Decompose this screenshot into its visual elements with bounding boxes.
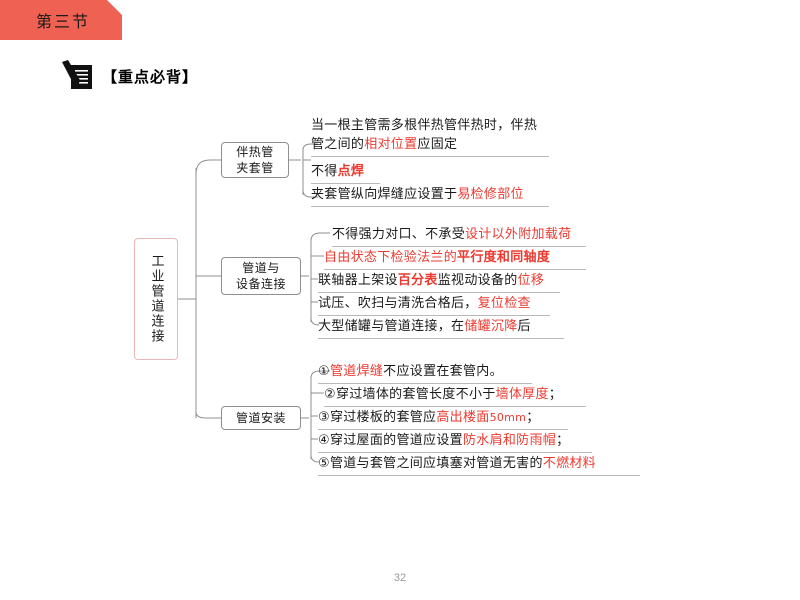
mindmap-leaf-text: 试压、吹扫与清洗合格后，复位检查 (318, 294, 550, 316)
mindmap-leaf-text: 自由状态下检验法兰的平行度和同轴度 (324, 248, 586, 270)
mindmap-leaf-text: 不得点焊 (311, 162, 380, 184)
page-number: 32 (393, 572, 407, 584)
keypoint-heading: 【重点必背】 (58, 60, 198, 92)
mindmap-diagram: 工业管道连接 伴热管夹套管 管道与设备连接 管道安装 当一根主管需多根伴热管伴热… (0, 100, 800, 520)
mindmap-root-label: 工业管道连接 (148, 254, 164, 344)
keypoint-label: 【重点必背】 (102, 67, 199, 86)
mindmap-leaf-text: 联轴器上架设百分表监视动设备的位移 (318, 271, 560, 293)
mindmap-leaf-text: ②穿过墙体的套管长度不小于墙体厚度； (324, 385, 586, 407)
mindmap-leaf-text: ④穿过屋面的管道应设置防水肩和防雨帽； (318, 431, 592, 453)
section-banner-label: 第三节 (35, 12, 90, 31)
mindmap-leaf-text: 大型储罐与管道连接，在储罐沉降后 (318, 317, 564, 339)
mindmap-leaf-text: ⑤管道与套管之间应填塞对管道无害的不燃材料 (318, 454, 640, 476)
mindmap-branch-node-pipe-installation[interactable]: 管道安装 (221, 406, 301, 430)
mindmap-root-node[interactable]: 工业管道连接 (134, 238, 178, 360)
mindmap-leaf-text: ①管道焊缝不应设置在套管内。 (318, 362, 532, 384)
mindmap-branch-label: 管道安装 (235, 411, 286, 425)
mindmap-branch-node-heat-tracing[interactable]: 伴热管夹套管 (221, 142, 289, 178)
note-pen-icon (58, 60, 96, 92)
mindmap-branch-label: 管道与设备连接 (235, 261, 286, 291)
mindmap-branch-label: 伴热管夹套管 (236, 145, 274, 175)
mindmap-leaf-text: 夹套管纵向焊缝应设置于易检修部位 (311, 185, 549, 207)
mindmap-leaf-text: ③穿过楼板的套管应高出楼面50mm； (318, 408, 568, 430)
mindmap-branch-node-equipment-connection[interactable]: 管道与设备连接 (221, 257, 301, 295)
section-banner: 第三节 (0, 0, 122, 40)
mindmap-leaf-text: 不得强力对口、不承受设计以外附加载荷 (332, 225, 586, 247)
mindmap-leaf-text: 当一根主管需多根伴热管伴热时，伴热管之间的相对位置应固定 (311, 116, 549, 157)
